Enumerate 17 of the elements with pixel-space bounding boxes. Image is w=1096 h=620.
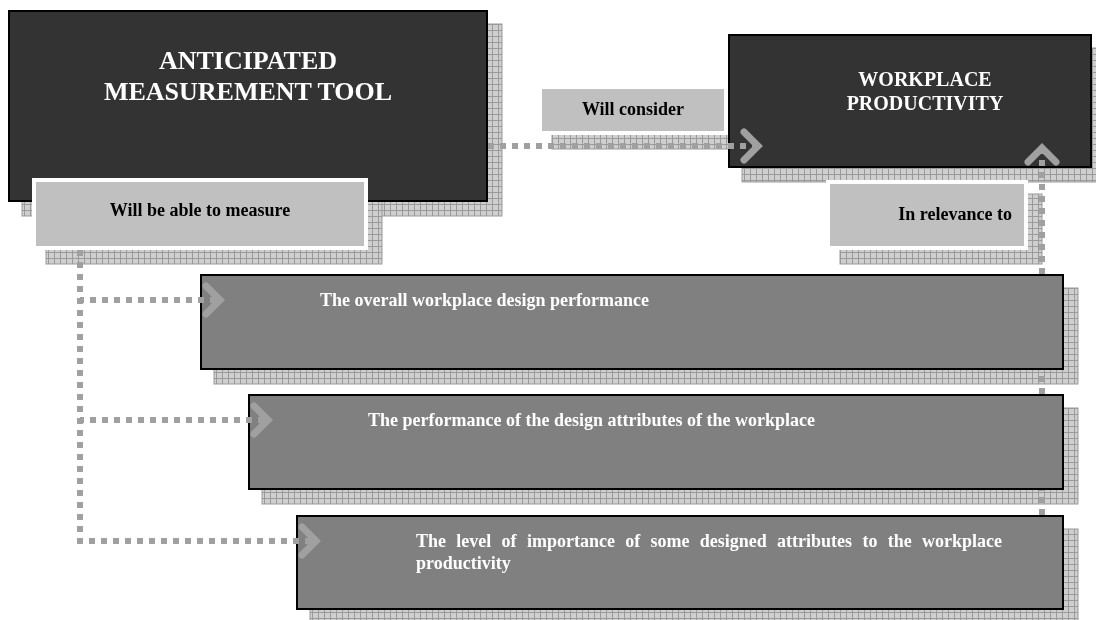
title-box (8, 10, 488, 202)
box-label: Will consider (581, 99, 685, 121)
content-text: The level of importance of some designed attributes to the workplace productivity (416, 531, 1002, 575)
content-box (296, 515, 1064, 610)
arrow (488, 128, 762, 164)
content-box (200, 274, 1064, 370)
title-box (728, 34, 1092, 168)
content-box (248, 394, 1064, 490)
content-text: The overall workplace design performance (320, 290, 649, 312)
box-label: Will be able to measure (109, 200, 291, 222)
box-label: In relevance to (898, 204, 1012, 226)
label-box (32, 178, 368, 250)
box-label: ANTICIPATED MEASUREMENT TOOL (102, 44, 394, 108)
content-text: The performance of the design attributes of the workplace (368, 410, 815, 432)
box-label: WORKPLACE PRODUCTIVITY (845, 67, 1005, 115)
label-box (826, 180, 1028, 250)
arrow (1024, 144, 1060, 274)
